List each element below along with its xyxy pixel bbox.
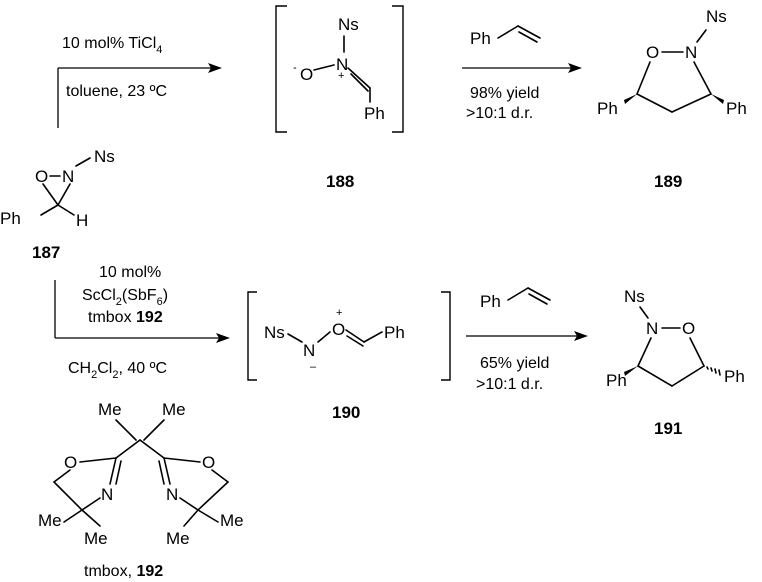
- svg-text:Me: Me: [98, 400, 122, 419]
- right-bracket-188: [392, 5, 404, 133]
- svg-text:Ns: Ns: [624, 287, 645, 306]
- compound-label-187: 187: [32, 243, 60, 262]
- svg-text:+: +: [338, 70, 344, 82]
- compound-191-structure: Ns N O Ph Ph: [606, 287, 745, 390]
- svg-text:N: N: [685, 43, 697, 62]
- bottom-dr: >10:1 d.r.: [476, 376, 543, 393]
- svg-text:Ph: Ph: [726, 99, 747, 118]
- svg-text:O: O: [202, 453, 215, 472]
- top-reaction-arrow-2: [462, 63, 582, 73]
- svg-text:Ph: Ph: [480, 292, 501, 311]
- svg-text:O: O: [682, 319, 695, 338]
- svg-text:Ns: Ns: [706, 7, 727, 26]
- svg-text:Ph: Ph: [470, 29, 491, 48]
- compound-label-188: 188: [326, 172, 354, 191]
- compound-label-190: 190: [332, 403, 360, 422]
- top-reaction-arrow: [57, 63, 222, 128]
- compound-189-structure: Ns N O Ph Ph: [597, 7, 747, 118]
- top-catalyst: 10 mol% TiCl4: [62, 35, 162, 56]
- top-solvent: toluene, 23 ºC: [66, 83, 167, 100]
- svg-text:Ph: Ph: [597, 99, 618, 118]
- bottom-yield: 65% yield: [480, 355, 549, 372]
- svg-text:Ph: Ph: [606, 371, 627, 390]
- svg-text:–: –: [310, 361, 317, 373]
- compound-192-structure: Me Me O N Me Me O N Me Me: [38, 400, 244, 548]
- compound-190-structure: Ns N – O + Ph: [264, 307, 405, 373]
- bottom-reaction-arrow: [54, 280, 230, 343]
- svg-text:Me: Me: [166, 529, 190, 548]
- svg-text:O: O: [35, 167, 48, 186]
- right-bracket-190: [441, 291, 451, 381]
- svg-text:-: -: [293, 62, 297, 74]
- svg-text:Me: Me: [162, 400, 186, 419]
- svg-text:Ns: Ns: [338, 15, 359, 34]
- compound-label-192: tmbox, 192: [84, 563, 163, 580]
- top-styrene-reagent: Ph: [470, 25, 541, 48]
- svg-text:Ns: Ns: [94, 147, 115, 166]
- svg-text:O: O: [332, 320, 345, 339]
- left-bracket-190: [247, 291, 257, 381]
- svg-text:N: N: [336, 55, 348, 74]
- bottom-catalyst: ScCl2(SbF6): [82, 287, 168, 308]
- svg-text:N: N: [62, 167, 74, 186]
- svg-text:Ph: Ph: [384, 323, 405, 342]
- svg-text:N: N: [303, 341, 315, 360]
- compound-187-structure: Ns O N Ph H: [0, 147, 115, 230]
- svg-text:Ns: Ns: [264, 323, 285, 342]
- bottom-ligand: tmbox 192: [88, 309, 163, 326]
- svg-text:O: O: [64, 453, 77, 472]
- bottom-reaction-arrow-2: [466, 331, 588, 341]
- svg-text:N: N: [166, 485, 178, 504]
- bottom-solvent: CH2Cl2, 40 ºC: [68, 360, 167, 381]
- svg-text:Me: Me: [84, 529, 108, 548]
- svg-text:Ph: Ph: [0, 209, 21, 228]
- compound-label-191: 191: [654, 419, 682, 438]
- svg-text:Me: Me: [220, 511, 244, 530]
- svg-text:N: N: [101, 485, 113, 504]
- top-yield: 98% yield: [470, 85, 539, 102]
- top-dr: >10:1 d.r.: [466, 105, 533, 122]
- svg-text:H: H: [76, 211, 88, 230]
- compound-188-structure: Ns N + O - Ph: [293, 15, 385, 123]
- svg-text:Ph: Ph: [364, 104, 385, 123]
- bottom-styrene-reagent: Ph: [480, 287, 551, 311]
- svg-text:Me: Me: [38, 511, 62, 530]
- bottom-catalyst-loading: 10 mol%: [99, 264, 161, 281]
- svg-text:O: O: [300, 65, 313, 84]
- svg-text:N: N: [646, 319, 658, 338]
- svg-text:Ph: Ph: [724, 367, 745, 386]
- compound-label-189: 189: [654, 172, 682, 191]
- left-bracket-188: [275, 5, 287, 133]
- svg-text:O: O: [646, 43, 659, 62]
- svg-text:+: +: [336, 307, 342, 319]
